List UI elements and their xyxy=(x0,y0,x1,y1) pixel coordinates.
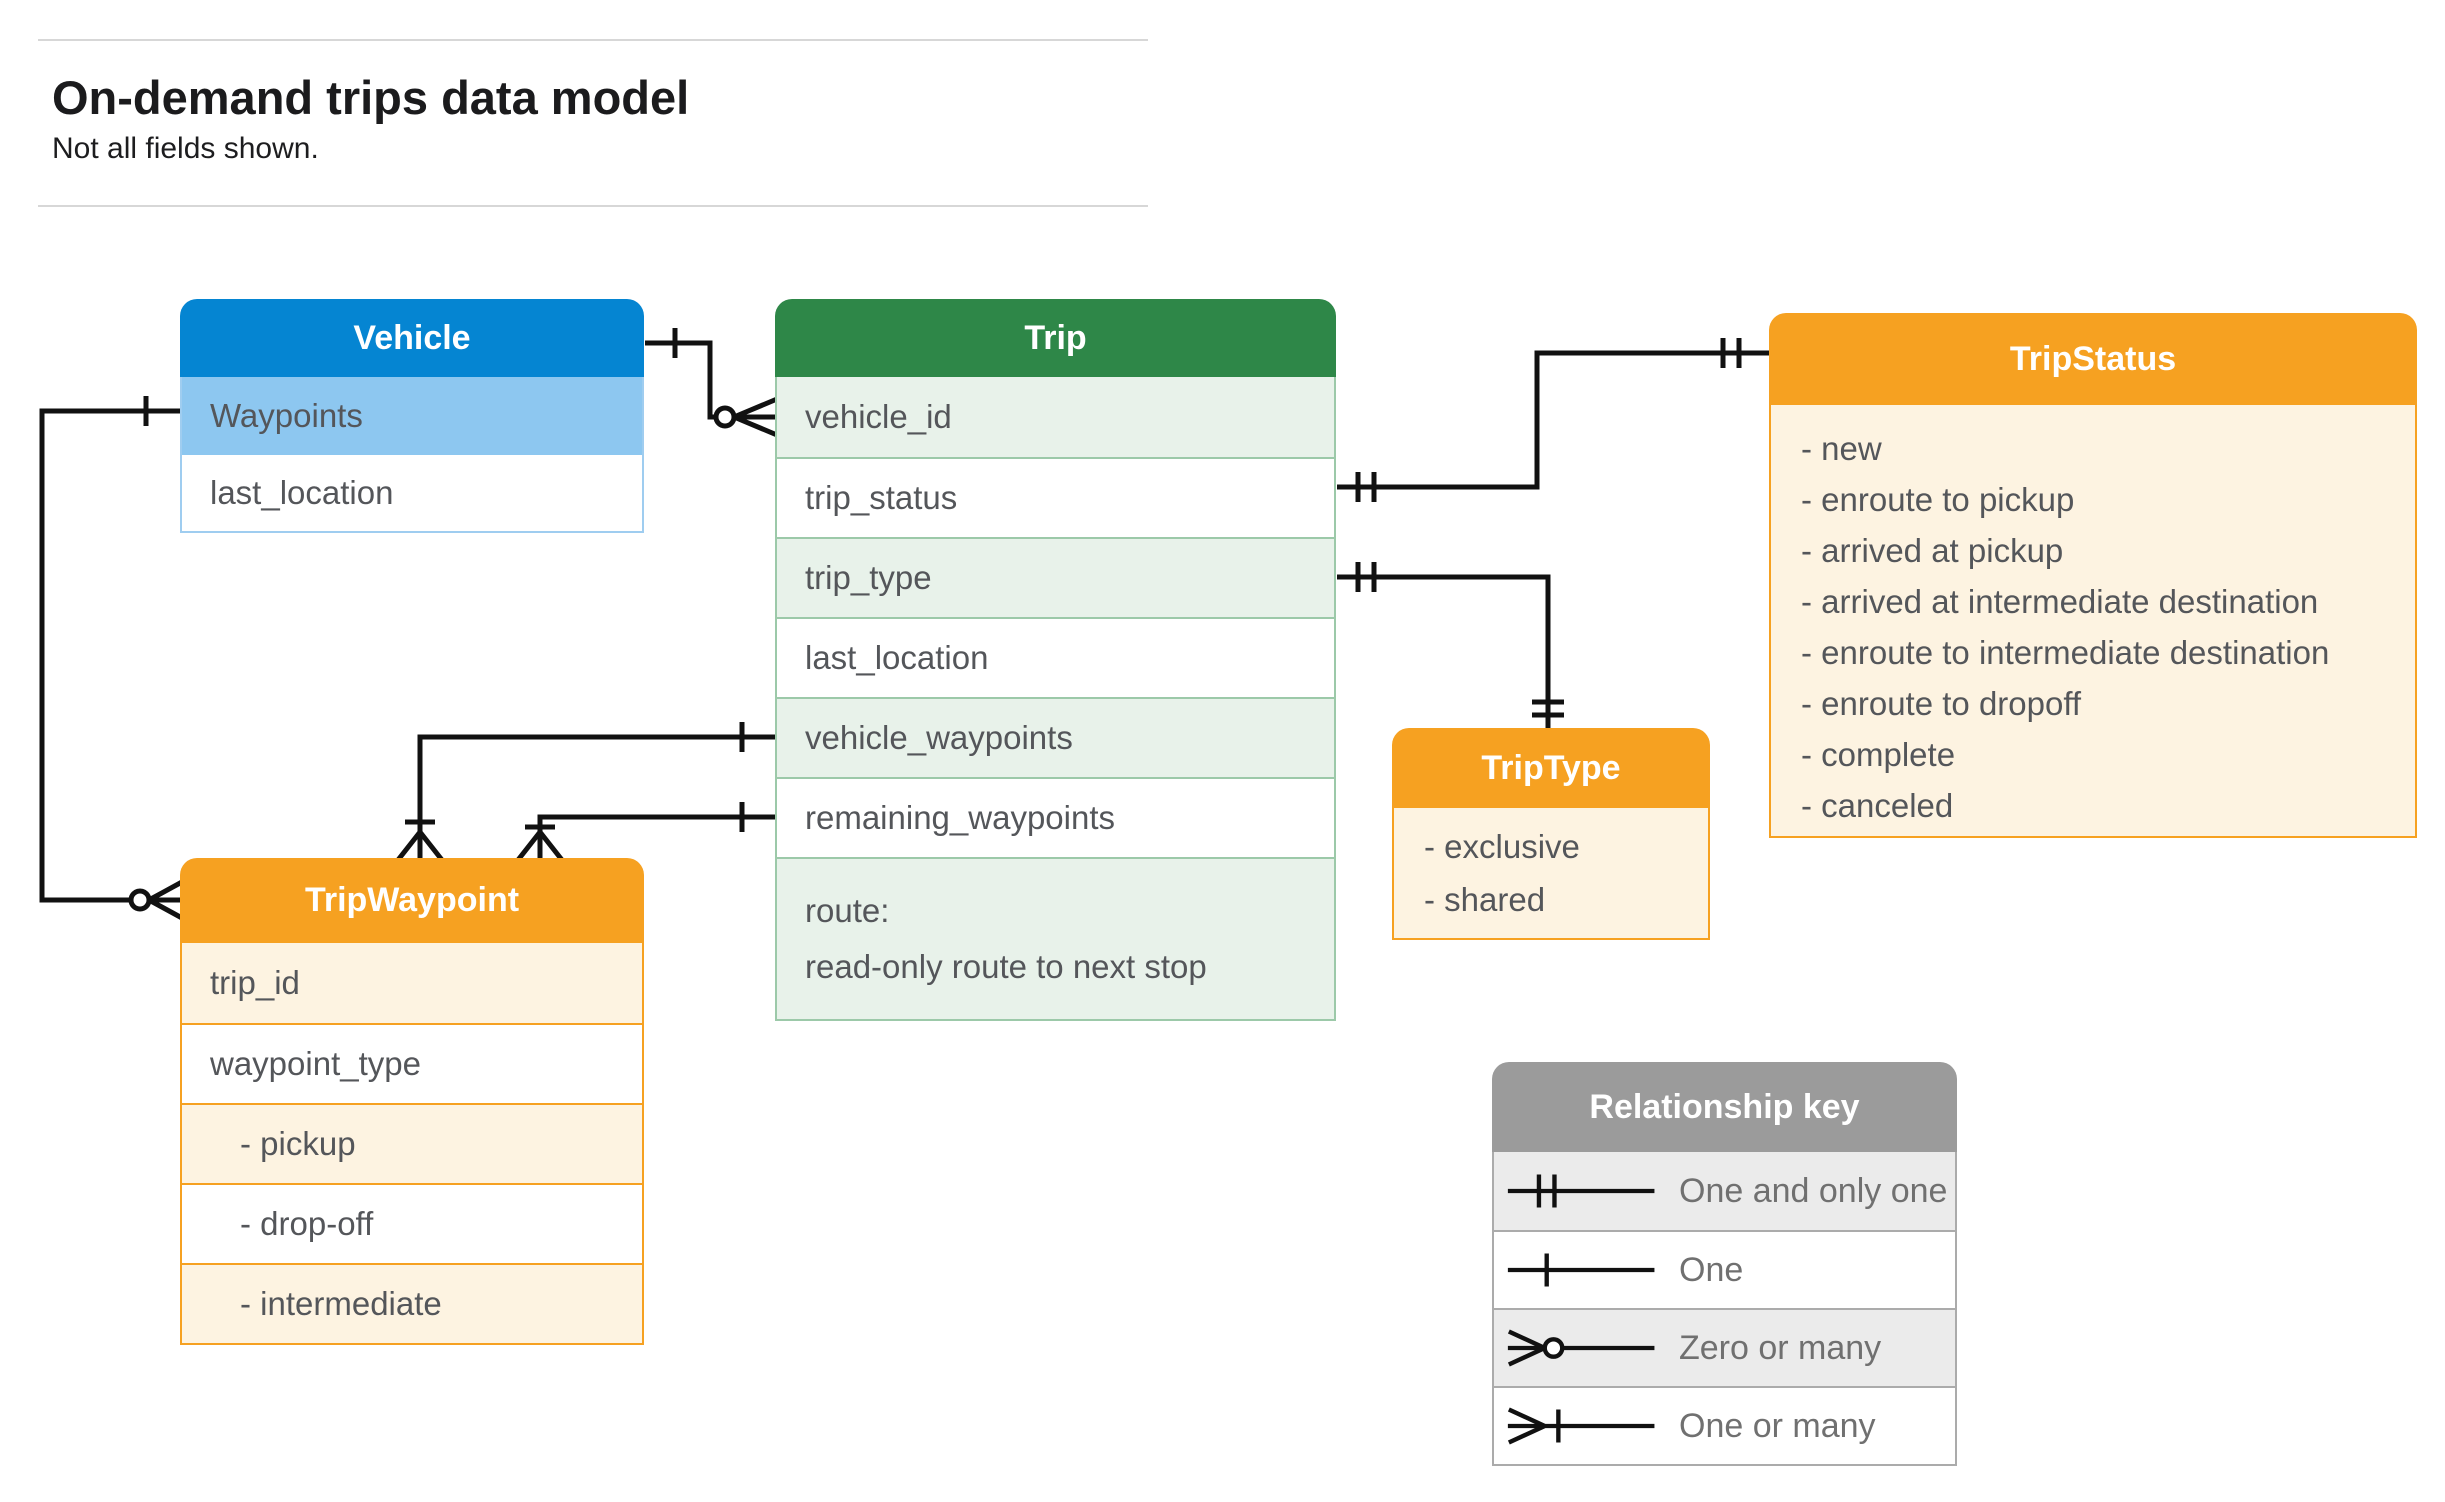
entity-tripstatus: TripStatus - new - enroute to pickup - a… xyxy=(1769,313,2417,838)
one-and-only-one-ticks xyxy=(1355,472,1377,502)
field-label: last_location xyxy=(805,639,989,676)
entity-tripwaypoint-header: TripWaypoint xyxy=(180,858,644,943)
legend-row-one-or-many: One or many xyxy=(1494,1386,1955,1464)
zero-or-many-icon xyxy=(1507,1329,1655,1367)
legend-row-one-and-only-one: One and only one xyxy=(1494,1152,1955,1230)
field-label: trip_type xyxy=(805,559,932,596)
tripstatus-value: - enroute to dropoff xyxy=(1801,685,2082,722)
field-label: last_location xyxy=(210,474,394,511)
many-crowfoot xyxy=(516,830,564,862)
field-row-trip-type: trip_type xyxy=(777,537,1334,617)
one-or-many-icon xyxy=(1507,1407,1655,1445)
legend-label: Zero or many xyxy=(1679,1328,1882,1367)
entity-trip-body: vehicle_id trip_status trip_type last_lo… xyxy=(775,377,1336,1021)
entity-trip: Trip vehicle_id trip_status trip_type la… xyxy=(775,299,1336,1021)
field-label: vehicle_id xyxy=(805,398,952,435)
tripstatus-value: - new xyxy=(1801,430,1882,467)
one-and-only-one-ticks xyxy=(1720,338,1742,368)
field-row-last-location: last_location xyxy=(182,455,642,531)
entity-triptype-header: TripType xyxy=(1392,728,1710,808)
one-and-only-one-ticks xyxy=(1532,699,1564,718)
connector-trip-type-triptype xyxy=(1337,562,1564,730)
one-and-only-one-icon xyxy=(1507,1174,1655,1208)
title-divider-bottom xyxy=(38,205,1148,207)
field-row-last-location: last_location xyxy=(777,617,1334,697)
one-and-only-one-ticks xyxy=(1355,562,1377,592)
tripstatus-value: - complete xyxy=(1801,736,1956,773)
field-row-trip-id: trip_id xyxy=(182,943,642,1023)
connector-vehicle-trip-vehicle-id xyxy=(645,328,778,438)
zero-or-many-crowfoot xyxy=(147,879,184,921)
legend-label: One and only one xyxy=(1679,1171,1948,1210)
tripstatus-value: - canceled xyxy=(1801,787,1954,824)
triptype-value: - shared xyxy=(1424,881,1546,918)
field-label: - drop-off xyxy=(240,1205,374,1242)
many-crowfoot xyxy=(396,830,444,862)
tripstatus-value: - enroute to pickup xyxy=(1801,481,2075,518)
entity-triptype-body: - exclusive - shared xyxy=(1392,808,1710,940)
legend-row-one: One xyxy=(1494,1230,1955,1308)
connector-trip-vehicle-waypoints-tripwaypoint xyxy=(396,722,777,862)
zero-or-many-crowfoot xyxy=(733,396,778,438)
field-label: remaining_waypoints xyxy=(805,799,1116,836)
entity-vehicle: Vehicle Waypoints last_location xyxy=(180,299,644,533)
connector-trip-remaining-waypoints-tripwaypoint xyxy=(516,802,777,862)
relationship-key-body: One and only one One Zero or many xyxy=(1492,1152,1957,1466)
relationship-key: Relationship key One and only one One xyxy=(1492,1062,1957,1466)
field-row-drop-off: - drop-off xyxy=(182,1183,642,1263)
route-label: route: xyxy=(805,892,890,929)
triptype-value: - exclusive xyxy=(1424,828,1580,865)
field-label: - intermediate xyxy=(240,1285,442,1322)
field-row-intermediate: - intermediate xyxy=(182,1263,642,1343)
route-description: read-only route to next stop xyxy=(805,948,1207,985)
field-label: waypoint_type xyxy=(210,1045,421,1082)
field-row-remaining-waypoints: remaining_waypoints xyxy=(777,777,1334,857)
field-label: Waypoints xyxy=(210,397,363,434)
field-label: trip_status xyxy=(805,479,958,516)
entity-tripstatus-header: TripStatus xyxy=(1769,313,2417,405)
entity-vehicle-body: Waypoints last_location xyxy=(180,377,644,533)
field-row-vehicle-id: vehicle_id xyxy=(777,377,1334,457)
entity-trip-header: Trip xyxy=(775,299,1336,377)
legend-label: One xyxy=(1679,1250,1744,1289)
field-label: vehicle_waypoints xyxy=(805,719,1073,756)
field-row-route: route: read-only route to next stop xyxy=(777,857,1334,1019)
field-row-vehicle-waypoints: vehicle_waypoints xyxy=(777,697,1334,777)
page-title: On-demand trips data model xyxy=(52,71,690,124)
field-label: - pickup xyxy=(240,1125,356,1162)
field-label: trip_id xyxy=(210,964,300,1001)
relationship-key-header: Relationship key xyxy=(1492,1062,1957,1152)
entity-tripstatus-body: - new - enroute to pickup - arrived at p… xyxy=(1769,405,2417,838)
field-row-waypoints: Waypoints xyxy=(182,377,642,455)
zero-or-many-circle xyxy=(128,888,152,912)
one-icon xyxy=(1507,1253,1655,1287)
legend-row-zero-or-many: Zero or many xyxy=(1494,1308,1955,1386)
field-row-waypoint-type: waypoint_type xyxy=(182,1023,642,1103)
zero-or-many-circle xyxy=(713,405,737,429)
tripstatus-value: - arrived at pickup xyxy=(1801,532,2064,569)
entity-vehicle-header: Vehicle xyxy=(180,299,644,377)
entity-tripwaypoint-body: trip_id waypoint_type - pickup - drop-of… xyxy=(180,943,644,1345)
connector-trip-status-tripstatus xyxy=(1337,338,1771,502)
page-subtitle: Not all fields shown. xyxy=(52,132,319,165)
field-row-trip-status: trip_status xyxy=(777,457,1334,537)
entity-triptype: TripType - exclusive - shared xyxy=(1392,728,1710,940)
title-divider-top xyxy=(38,39,1148,41)
legend-label: One or many xyxy=(1679,1406,1876,1445)
tripstatus-value: - enroute to intermediate destination xyxy=(1801,634,2330,671)
connector-vehicle-waypoints-tripwaypoint xyxy=(39,396,184,921)
field-row-pickup: - pickup xyxy=(182,1103,642,1183)
entity-tripwaypoint: TripWaypoint trip_id waypoint_type - pic… xyxy=(180,858,644,1345)
tripstatus-value: - arrived at intermediate destination xyxy=(1801,583,2319,620)
